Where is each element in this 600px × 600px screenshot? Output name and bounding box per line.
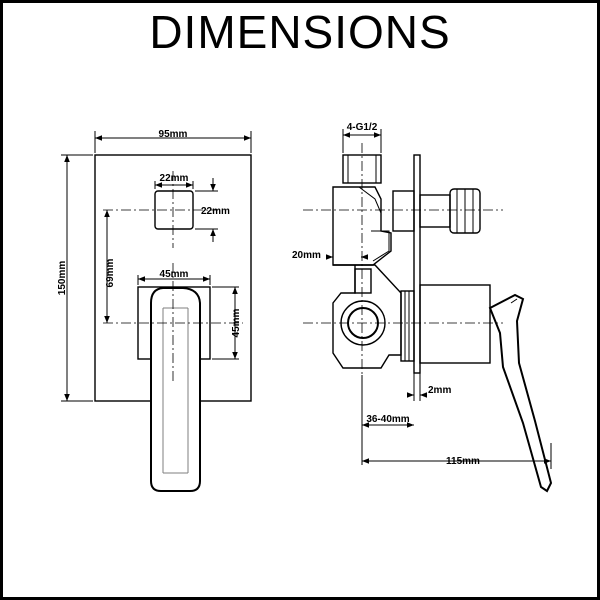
lever-body bbox=[419, 284, 491, 364]
dim-depth-offset: 20mm bbox=[292, 250, 321, 261]
diverter-stem bbox=[419, 194, 451, 228]
dim-width: 95mm bbox=[159, 129, 188, 140]
side-view: 4-G1/2 20mm 2mm 36-40mm 115mm bbox=[292, 122, 553, 493]
diverter-outlet bbox=[392, 190, 415, 232]
front-view: 95mm 150mm 22mm 22mm 69mm 45mm bbox=[57, 129, 252, 492]
handle bbox=[150, 287, 201, 492]
side-lever bbox=[488, 293, 553, 493]
dim-top-square-height: 22mm bbox=[201, 206, 230, 217]
dim-wall-depth: 36-40mm bbox=[366, 414, 409, 425]
cartridge-housing bbox=[400, 290, 415, 362]
dim-height: 150mm bbox=[57, 261, 68, 296]
technical-drawing: 95mm 150mm 22mm 22mm 69mm 45mm bbox=[57, 122, 553, 493]
dim-plate-thickness: 2mm bbox=[428, 385, 451, 396]
dim-top-square-width: 22mm bbox=[160, 173, 189, 184]
dim-handle-projection: 115mm bbox=[446, 456, 480, 467]
page-title: DIMENSIONS bbox=[149, 6, 451, 58]
dim-thread: 4-G1/2 bbox=[347, 122, 378, 133]
dim-lower-square-width: 45mm bbox=[160, 269, 189, 280]
dim-lower-square-height: 45mm bbox=[231, 308, 242, 337]
dim-center-offset: 69mm bbox=[105, 258, 116, 287]
wall-plate bbox=[413, 154, 421, 374]
